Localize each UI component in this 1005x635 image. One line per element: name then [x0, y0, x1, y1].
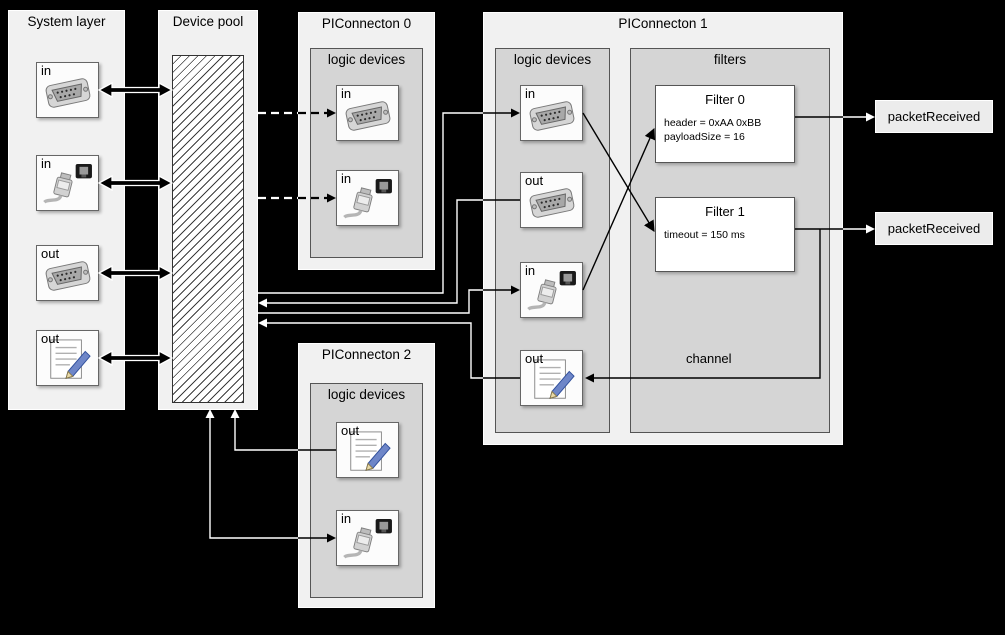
piconnecton1-title: PIConnecton 1 [618, 16, 708, 31]
device-label: in [341, 171, 352, 186]
packet-received-box-1: packetReceived [875, 212, 993, 245]
pic2-device-out-script: out [336, 422, 399, 478]
device-pool-hatch [172, 55, 244, 403]
channel-label: channel [686, 351, 732, 366]
device-label: out [341, 423, 360, 438]
piconnecton0-title: PIConnecton 0 [321, 16, 412, 31]
device-label: in [41, 63, 52, 78]
filter-1-title: Filter 1 [705, 204, 745, 219]
connector-lines-light-dashed [258, 111, 298, 200]
device-label: in [41, 156, 52, 171]
piconnecton0-logic-devices: logic devices [310, 48, 423, 258]
device-label: in [525, 263, 536, 278]
pic1-device-out-serial: out [520, 172, 583, 228]
pic2-device-in-ethernet: in [336, 510, 399, 566]
device-label: out [41, 246, 60, 261]
device-label: in [525, 86, 536, 101]
device-label: in [341, 511, 352, 526]
filter-1-param-timeout: timeout = 150 ms [664, 229, 745, 241]
filter-0-box: Filter 0 header = 0xAA 0xBB payloadSize … [655, 85, 795, 163]
pic0-device-in-serial: in [336, 85, 399, 141]
logic-devices-title: logic devices [513, 52, 592, 67]
filter-1-box: Filter 1 timeout = 150 ms [655, 197, 795, 272]
filter-0-title: Filter 0 [705, 92, 745, 107]
packet-received-box-0: packetReceived [875, 100, 993, 133]
pic1-device-out-script: out [520, 350, 583, 406]
system-device-out-serial: out [36, 245, 99, 301]
pic1-device-in-serial: in [520, 85, 583, 141]
pic0-device-in-ethernet: in [336, 170, 399, 226]
system-device-out-script: out [36, 330, 99, 386]
device-pool-title: Device pool [172, 14, 244, 29]
device-label: out [41, 331, 60, 346]
system-device-in-serial: in [36, 62, 99, 118]
filter-0-param-header: header = 0xAA 0xBB [664, 117, 762, 129]
piconnecton2-title: PIConnecton 2 [321, 347, 412, 362]
piconnecton2-logic-devices: logic devices [310, 383, 423, 598]
filter-0-param-payload: payloadSize = 16 [664, 131, 745, 143]
logic-devices-title: logic devices [327, 52, 406, 67]
system-device-in-ethernet: in [36, 155, 99, 211]
filters-title: filters [713, 52, 747, 67]
device-label: out [525, 351, 544, 366]
device-label: out [525, 173, 544, 188]
system-layer-title: System layer [27, 14, 106, 29]
logic-devices-title: logic devices [327, 387, 406, 402]
pic1-device-in-ethernet: in [520, 262, 583, 318]
device-label: in [341, 86, 352, 101]
